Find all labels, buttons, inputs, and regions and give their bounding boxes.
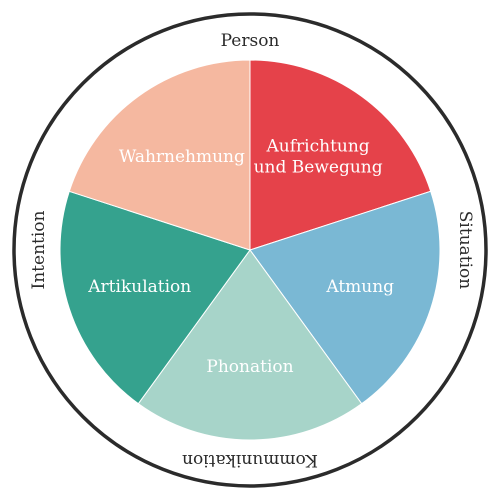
segment-label-line: Atmung — [325, 277, 394, 297]
segment-artikulation — [59, 190, 251, 405]
ring-label-situation: Situation — [455, 211, 475, 290]
segment-label-wahrnehmung: Wahrnehmung — [119, 147, 245, 167]
segment-label-line: und Bewegung — [254, 158, 383, 178]
segment-wahrnehmung — [68, 59, 251, 251]
ring-label-person: Person — [221, 31, 280, 51]
segment-label-artikulation: Artikulation — [87, 277, 191, 297]
segment-label-line: Phonation — [206, 357, 293, 377]
segment-group — [59, 59, 441, 441]
segment-label-line: Aufrichtung — [266, 137, 370, 157]
segment-label-line: Wahrnehmung — [119, 147, 245, 167]
segment-atmung — [249, 190, 441, 405]
segment-aufrichtung — [249, 59, 432, 251]
ring-label-intention: Intention — [29, 210, 49, 289]
segment-label-atmung: Atmung — [325, 277, 394, 297]
segment-label-line: Artikulation — [87, 277, 191, 297]
segment-phonation — [137, 249, 363, 441]
ring-label-kommunikation: Kommunikation — [182, 450, 318, 470]
segment-label-phonation: Phonation — [206, 357, 293, 377]
